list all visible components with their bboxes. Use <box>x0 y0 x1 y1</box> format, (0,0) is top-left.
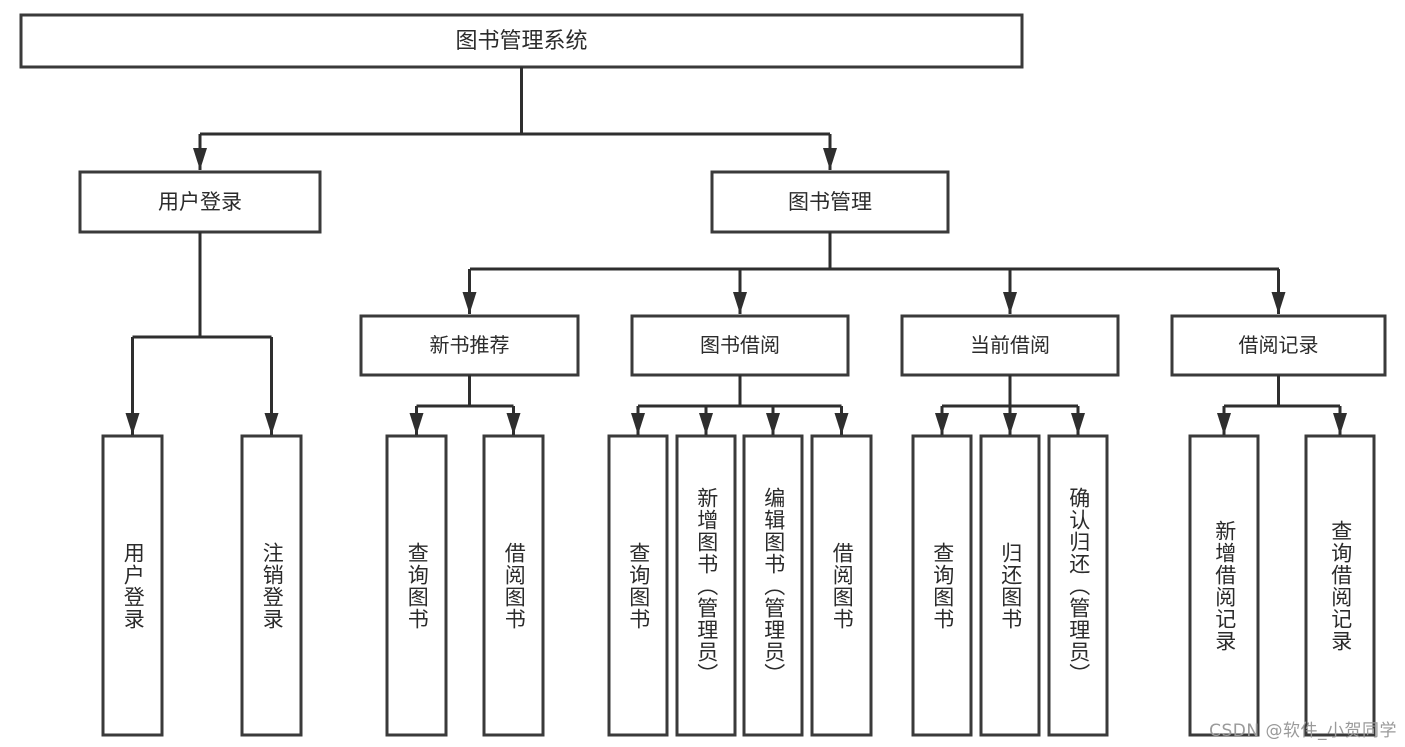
arrow-head-icon-leaf-4 <box>631 413 645 435</box>
node-root-图书管理系统-rect[interactable] <box>19 13 1024 69</box>
arrow-head-icon-leaf-3 <box>506 413 521 435</box>
node-leaf-0[interactable] <box>101 434 164 737</box>
node-level1-1-label: 图书管理 <box>788 190 872 214</box>
arrow-head-icon-leaf-1 <box>264 413 279 435</box>
node-leaf-9[interactable] <box>979 434 1041 737</box>
node-level2-3-label: 借阅记录 <box>1239 333 1319 357</box>
arrow-head-icon-level2-3 <box>1271 292 1286 314</box>
node-leaf-4[interactable] <box>607 434 669 737</box>
node-level2-1[interactable]: 图书借阅 <box>630 314 850 377</box>
node-level1-1[interactable]: 图书管理 <box>710 170 950 234</box>
node-level2-0[interactable]: 新书推荐 <box>359 314 580 377</box>
arrow-head-icon-leaf-5 <box>699 413 713 435</box>
arrow-head-icon-leaf-8 <box>935 413 949 435</box>
node-level2-2[interactable]: 当前借阅 <box>900 314 1120 377</box>
node-root-图书管理系统-label: 图书管理系统 <box>455 29 587 54</box>
node-level2-3[interactable]: 借阅记录 <box>1170 314 1387 377</box>
arrow-head-icon-level1-0 <box>193 148 207 170</box>
node-root-图书管理系统[interactable]: 图书管理系统 <box>19 13 1024 69</box>
node-level1-0-label: 用户登录 <box>158 190 242 214</box>
node-level1-0-rect[interactable] <box>78 170 322 234</box>
node-level2-0-label: 新书推荐 <box>430 333 510 357</box>
node-level2-2-label: 当前借阅 <box>970 333 1050 357</box>
arrow-head-icon-leaf-12 <box>1333 413 1347 435</box>
watermark-text: CSDN @软件_小贺同学 <box>1209 721 1397 741</box>
node-leaf-10[interactable] <box>1047 434 1109 737</box>
node-leaf-7[interactable] <box>810 434 873 737</box>
arrow-head-icon-level2-2 <box>1003 292 1017 314</box>
node-leaf-12[interactable] <box>1304 434 1376 737</box>
arrow-head-icon-leaf-2 <box>409 413 424 435</box>
arrow-head-icon-level2-0 <box>462 292 477 314</box>
node-leaf-3[interactable] <box>482 434 545 737</box>
node-level1-0[interactable]: 用户登录 <box>78 170 322 234</box>
node-level2-1-label: 图书借阅 <box>700 333 780 357</box>
node-leaf-2[interactable] <box>385 434 448 737</box>
node-leaf-5[interactable] <box>675 434 737 737</box>
arrow-head-icon-leaf-9 <box>1003 413 1017 435</box>
node-leaf-1[interactable] <box>240 434 303 737</box>
arrow-head-icon-leaf-10 <box>1071 413 1085 435</box>
arrow-head-icon-leaf-11 <box>1217 413 1231 435</box>
arrow-head-icon-leaf-7 <box>834 413 849 435</box>
node-leaf-11[interactable] <box>1188 434 1260 737</box>
arrow-head-icon-level1-1 <box>823 148 837 170</box>
arrow-head-icon-level2-1 <box>733 292 747 314</box>
arrow-head-icon-leaf-0 <box>125 413 140 435</box>
node-leaf-8[interactable] <box>911 434 973 737</box>
node-level2-0-rect[interactable] <box>359 314 580 377</box>
node-leaf-6[interactable] <box>742 434 804 737</box>
node-level2-2-rect[interactable] <box>900 314 1120 377</box>
arrow-head-icon-leaf-6 <box>766 413 780 435</box>
